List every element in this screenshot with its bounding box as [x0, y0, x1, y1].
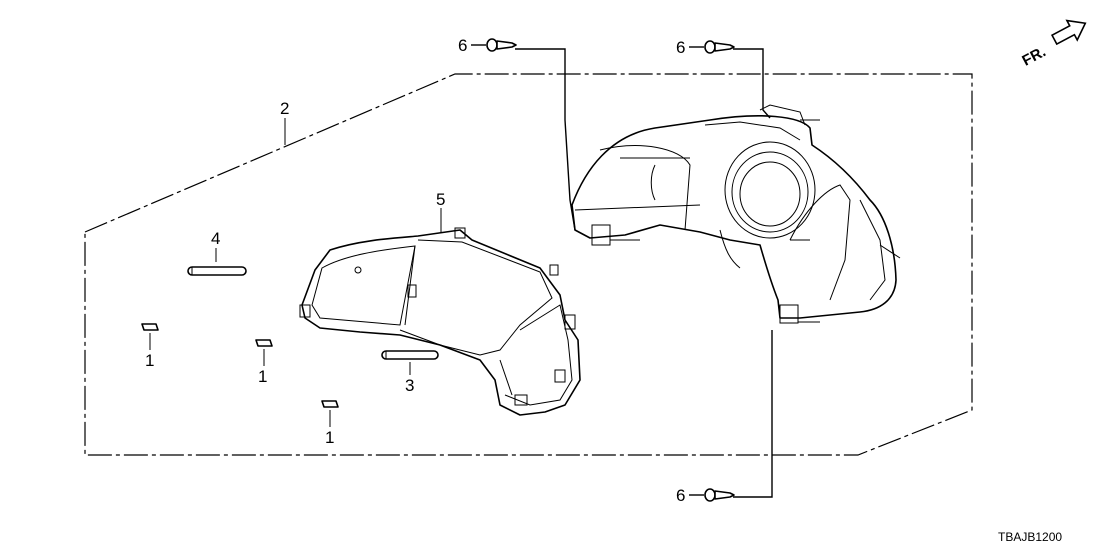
leader-line-6c [733, 330, 773, 498]
callout-4: 4 [211, 229, 220, 248]
assembly-boundary [84, 73, 973, 456]
part-4-pin [187, 266, 247, 276]
callout-6-c: 6 [676, 486, 685, 505]
callout-1-c: 1 [325, 428, 334, 447]
leader-line-6b [733, 48, 771, 119]
part-1-clip-c [321, 400, 339, 408]
diagram-code: TBAJB1200 [998, 530, 1062, 544]
front-direction-indicator: FR. [1019, 19, 1087, 70]
part-1-clip-b [255, 339, 273, 347]
callout-5: 5 [436, 190, 445, 209]
part-6-screw-c [689, 488, 735, 502]
front-direction-label: FR. [1019, 43, 1048, 69]
meter-assembly [571, 104, 901, 324]
callout-3: 3 [405, 376, 414, 395]
callout-1-b: 1 [258, 367, 267, 386]
callout-6-b: 6 [676, 38, 685, 57]
part-1-clip-a [141, 323, 159, 331]
callout-1-a: 1 [145, 351, 154, 370]
part-6-screw-b [689, 40, 735, 54]
leader-line-6a [515, 48, 576, 231]
part-6-screw-a [471, 38, 517, 52]
callout-2: 2 [280, 99, 289, 118]
meter-cover [299, 227, 581, 416]
callout-6-a: 6 [458, 36, 467, 55]
part-3-pin [381, 350, 439, 360]
